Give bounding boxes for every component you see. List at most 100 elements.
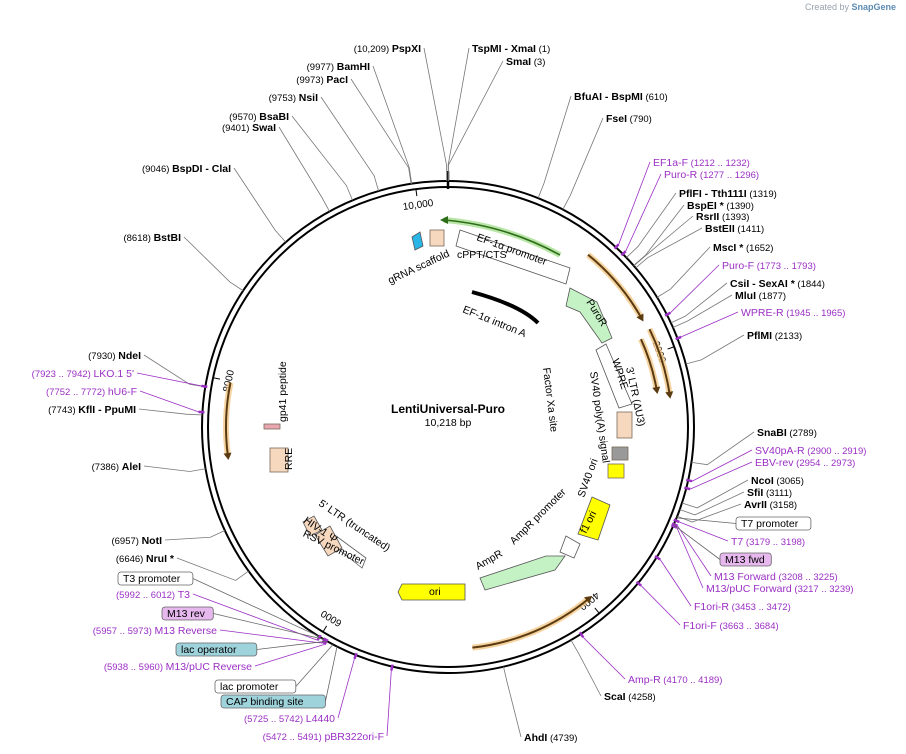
- primer-name: F1ori-F: [683, 620, 717, 632]
- primer-label-f1ori-f[interactable]: F1ori-F (3663 .. 3684): [683, 620, 779, 632]
- enzyme-label-pflmi[interactable]: PflMI (2133): [747, 330, 802, 342]
- enzyme-label-bspdi-clai[interactable]: (9046) BspDI - ClaI: [142, 163, 231, 175]
- primer-leader: [676, 527, 704, 589]
- box-frame: [220, 694, 326, 709]
- enzyme-label-sfii[interactable]: SfiI (3111): [747, 487, 792, 499]
- primer-label-puro-f[interactable]: Puro-F (1773 .. 1793): [722, 260, 816, 272]
- enzyme-label-scai[interactable]: ScaI (4258): [604, 691, 656, 703]
- primer-label-puro-r[interactable]: Puro-R (1277 .. 1296): [664, 169, 759, 181]
- primer-range: (3208 .. 3225): [776, 572, 838, 583]
- primer-sites: EF1a-F (1212 .. 1232)Puro-R (1277 .. 129…: [32, 157, 867, 743]
- primer-leader: [386, 670, 392, 737]
- enzyme-label-bspei[interactable]: BspEI * (1390): [687, 200, 754, 212]
- enzyme-position: (2133): [772, 331, 802, 342]
- primer-label-hu6-f[interactable]: (7752 .. 7772) hU6-F: [46, 386, 137, 398]
- boxed-label-m13-rev[interactable]: M13 rev: [167, 608, 206, 620]
- primer-leader: [139, 390, 199, 413]
- primer-label-m13-puc-reverse[interactable]: (5938 .. 5960) M13/pUC Reverse: [104, 661, 252, 673]
- enzyme-label-pspxi[interactable]: (10,209) PspXI: [354, 43, 421, 55]
- enzyme-label-msci[interactable]: MscI * (1652): [713, 242, 773, 254]
- box-frame: [735, 516, 812, 531]
- enzyme-name: PflFI - Tth111I: [679, 188, 747, 200]
- enzyme-label-pflfi-tth111i[interactable]: PflFI - Tth111I (1319): [679, 188, 777, 200]
- primer-leader: [681, 311, 739, 338]
- boxed-label-lac-promoter[interactable]: lac promoter: [220, 681, 279, 693]
- enzyme-label-nsii[interactable]: (9753) NsiI: [269, 92, 318, 104]
- primer-label-m13-reverse[interactable]: (5957 .. 5973) M13 Reverse: [93, 625, 217, 637]
- enzyme-label-ncoi[interactable]: NcoI (3065): [751, 475, 804, 487]
- enzyme-label-csii-sexai[interactable]: CsiI - SexAI * (1844): [730, 278, 825, 290]
- feature-5-ltr-truncated: [314, 525, 343, 557]
- primer-label-m13-puc-forward[interactable]: M13/pUC Forward (3217 .. 3239): [706, 583, 854, 595]
- primer-range: (1277 .. 1296): [697, 170, 759, 181]
- feature-label-grna-scaffold: gRNA scaffold: [386, 248, 451, 287]
- feature-rre: [269, 447, 289, 473]
- enzyme-label-swai[interactable]: (9401) SwaI: [222, 122, 276, 134]
- primer-label-m13-forward[interactable]: M13 Forward (3208 .. 3225): [714, 571, 838, 583]
- enzyme-label-tspmi-xmai[interactable]: TspMI - XmaI (1): [472, 43, 550, 55]
- feature-ef-1-promoter: [455, 229, 571, 285]
- primer-name: M13/pUC Forward: [706, 583, 792, 595]
- enzyme-leader: [164, 530, 226, 541]
- enzyme-name: BfuAI - BspMI: [574, 91, 643, 103]
- orf-arrowhead: [636, 313, 644, 322]
- enzyme-leader: [233, 167, 286, 243]
- primer-name: F1ori-R: [694, 601, 729, 613]
- enzyme-name: NsiI: [299, 92, 318, 104]
- enzyme-label-fsei[interactable]: FseI (790): [606, 113, 652, 125]
- enzyme-label-bsabi[interactable]: (9570) BsaBI: [229, 111, 289, 123]
- enzyme-label-avrii[interactable]: AvrII (3158): [744, 499, 797, 511]
- primer-label-pbr322ori-f[interactable]: (5472 .. 5491) pBR322ori-F: [263, 731, 384, 743]
- primer-label-ef1a-f[interactable]: EF1a-F (1212 .. 1232): [653, 157, 750, 169]
- primer-name: LKO.1 5': [93, 368, 134, 380]
- feature-label-gp41-peptide: gp41 peptide: [277, 361, 289, 422]
- enzyme-label-smai[interactable]: SmaI (3): [506, 56, 545, 68]
- enzyme-label-bamhi[interactable]: (9977) BamHI: [307, 61, 370, 73]
- primer-label-t7[interactable]: T7 (3179 .. 3198): [731, 536, 805, 548]
- enzyme-label-mlui[interactable]: MluI (1877): [735, 290, 786, 302]
- primer-label-wpre-r[interactable]: WPRE-R (1945 .. 1965): [741, 307, 845, 319]
- box-leader: [673, 524, 721, 560]
- enzyme-label-snabi[interactable]: SnaBI (2789): [757, 427, 817, 439]
- enzyme-position: (1877): [756, 291, 786, 302]
- enzyme-label-bfuai-bspmi[interactable]: BfuAI - BspMI (610): [574, 91, 668, 103]
- enzyme-label-nrui[interactable]: (6646) NruI *: [116, 553, 175, 565]
- orf-arc: [648, 328, 671, 395]
- feature-gp41-peptide: [263, 423, 281, 430]
- tick-label: 8000: [222, 369, 237, 393]
- credit-prefix: Created by: [804, 2, 849, 12]
- boxed-label-t3-promoter[interactable]: T3 promoter: [123, 573, 181, 585]
- enzyme-label-paci[interactable]: (9973) PacI: [296, 74, 348, 86]
- enzyme-name: NotI: [142, 535, 162, 547]
- primer-label-f1ori-r[interactable]: F1ori-R (3453 .. 3472): [694, 601, 791, 613]
- enzyme-leader: [291, 115, 353, 201]
- primer-range: (1212 .. 1232): [688, 158, 750, 169]
- boxed-label-lac-operator[interactable]: lac operator: [181, 644, 237, 656]
- primer-label-lko-1-5[interactable]: (7923 .. 7942) LKO.1 5': [32, 368, 134, 380]
- primer-label-amp-r[interactable]: Amp-R (4170 .. 4189): [628, 674, 722, 686]
- primer-label-t3[interactable]: (5992 .. 6012) T3: [116, 589, 190, 601]
- enzyme-name: CsiI - SexAI *: [730, 278, 796, 290]
- primer-label-sv40pa-r[interactable]: SV40pA-R (2900 .. 2919): [755, 445, 866, 457]
- primer-name: EBV-rev: [755, 457, 794, 469]
- enzyme-label-alei[interactable]: (7386) AleI: [92, 461, 141, 473]
- enzyme-position: (9753): [269, 93, 299, 104]
- enzyme-label-kfli-ppumi[interactable]: (7743) KflI - PpuMI: [48, 404, 136, 416]
- enzyme-label-ahdi[interactable]: AhdI (4739): [524, 732, 577, 744]
- box-frame: [175, 642, 258, 657]
- boxed-label-m13-fwd[interactable]: M13 fwd: [725, 554, 765, 566]
- primer-mark: [201, 384, 208, 389]
- boxed-label-cap-binding-site[interactable]: CAP binding site: [226, 696, 304, 708]
- enzyme-label-bstbi[interactable]: (8618) BstBI: [123, 232, 181, 244]
- enzyme-label-rsrii[interactable]: RsrII (1393): [696, 211, 749, 223]
- enzyme-label-bsteii[interactable]: BstEII (1411): [705, 223, 764, 235]
- enzyme-label-noti[interactable]: (6957) NotI: [111, 535, 162, 547]
- primer-range: (3217 .. 3239): [792, 584, 854, 595]
- boxed-label-t7-promoter[interactable]: T7 promoter: [741, 518, 799, 530]
- enzyme-leader: [350, 78, 412, 184]
- primer-label-ebv-rev[interactable]: EBV-rev (2954 .. 2973): [755, 457, 855, 469]
- primer-label-l4440[interactable]: (5725 .. 5742) L4440: [244, 713, 335, 725]
- feature-grna-scaffold: [411, 231, 424, 251]
- enzyme-label-ndei[interactable]: (7930) NdeI: [88, 350, 141, 362]
- enzyme-position: (7386): [92, 462, 122, 473]
